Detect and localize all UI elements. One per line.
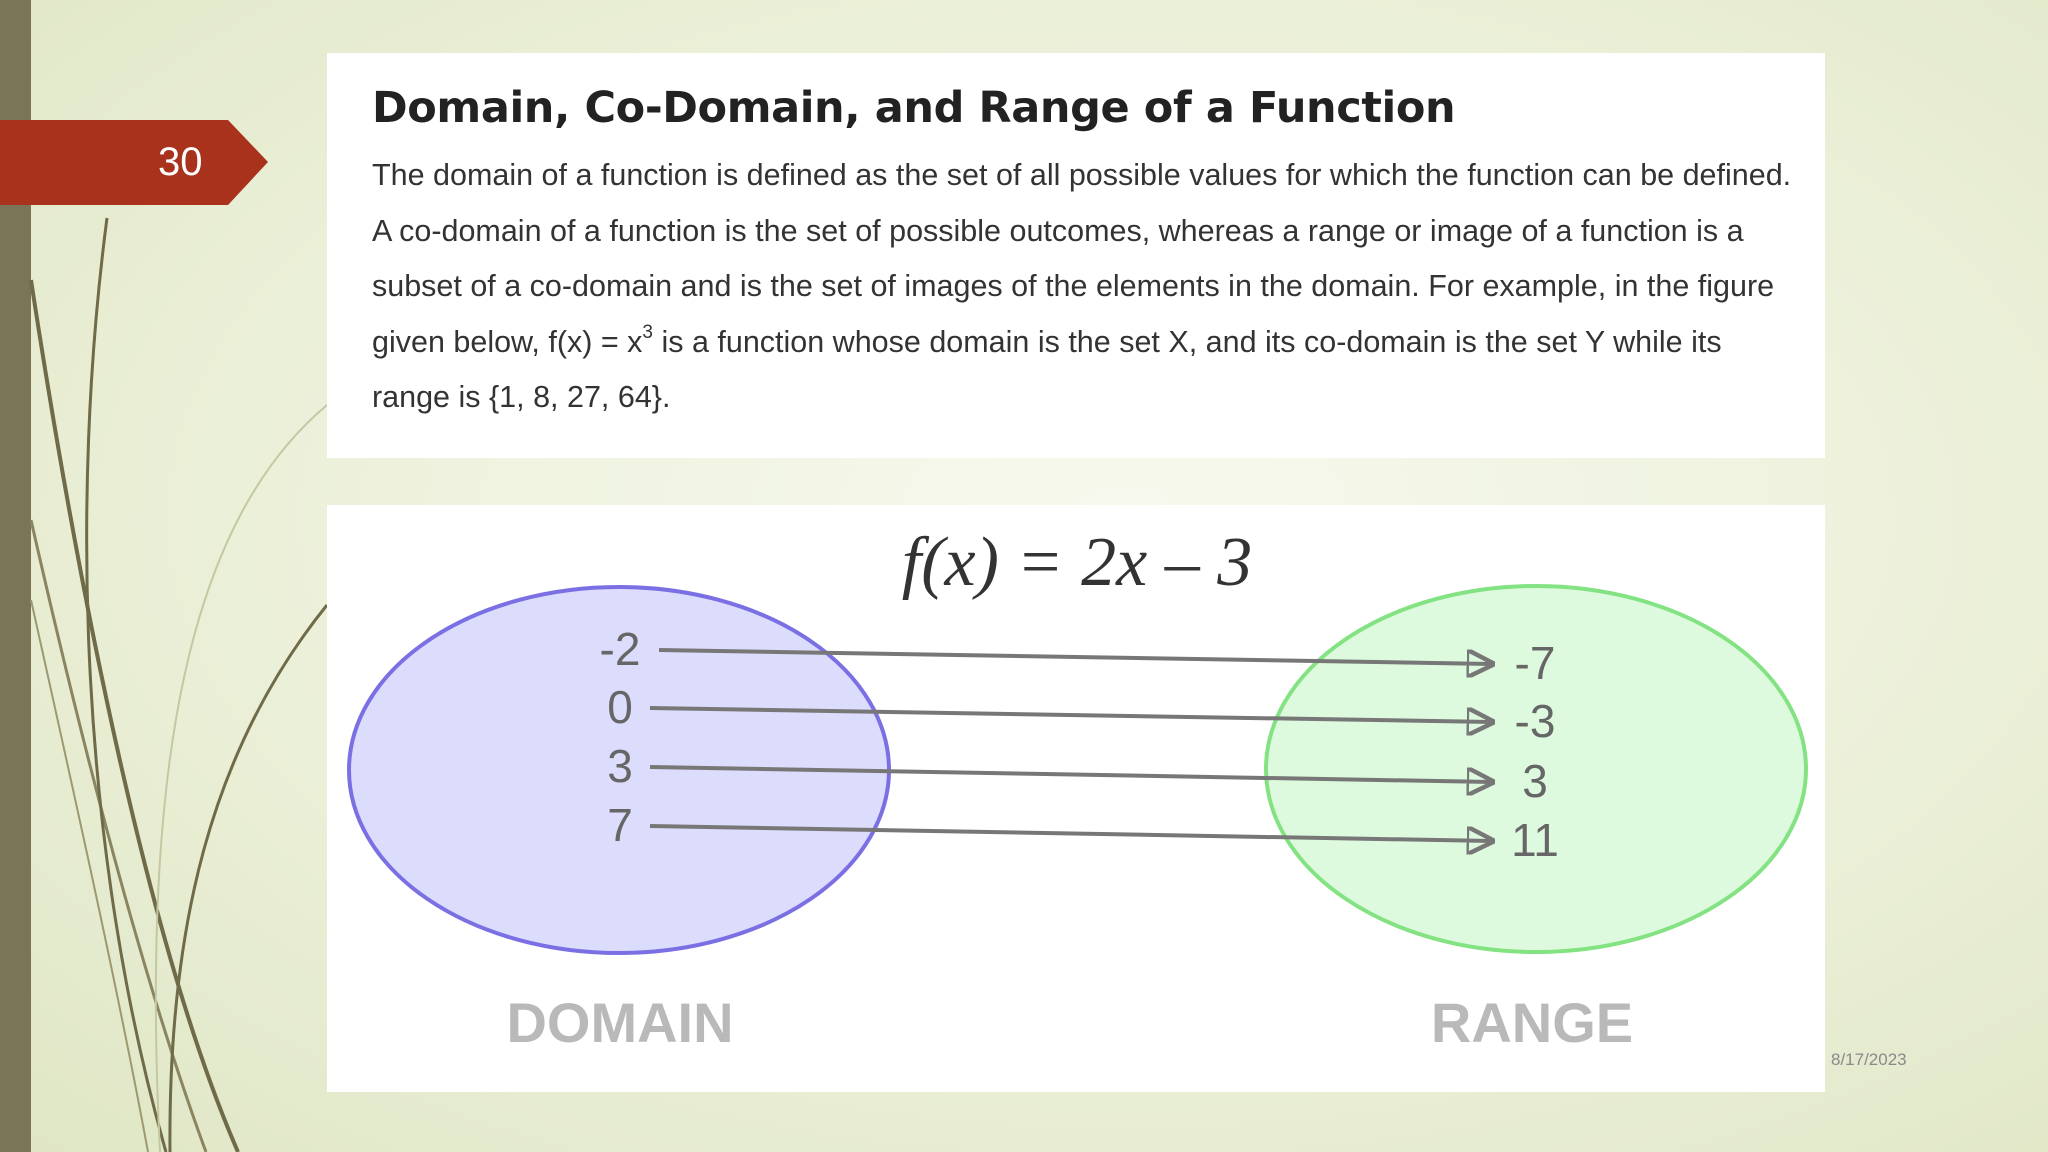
range-label: RANGE bbox=[1431, 991, 1633, 1054]
domain-value: 3 bbox=[607, 740, 633, 792]
range-value: 3 bbox=[1522, 755, 1548, 807]
mapping-arrow bbox=[649, 824, 1492, 841]
domain-value: 0 bbox=[607, 681, 633, 733]
text-panel: Domain, Co-Domain, and Range of a Functi… bbox=[327, 53, 1825, 458]
mapping-arrow bbox=[658, 648, 1492, 664]
mapping-arrow bbox=[649, 765, 1492, 782]
slide-heading: Domain, Co-Domain, and Range of a Functi… bbox=[372, 83, 1456, 133]
slide-number-badge bbox=[0, 120, 268, 205]
domain-label: DOMAIN bbox=[506, 991, 733, 1054]
decorative-swoosh bbox=[29, 217, 329, 1152]
domain-value: 7 bbox=[607, 799, 633, 851]
diagram-panel: f(x) = 2x – 3 -2 -7 0 -3 3 3 7 11 DOMAIN RANGE bbox=[327, 505, 1825, 1092]
function-formula: f(x) = 2x – 3 bbox=[902, 524, 1252, 601]
mapping-group: -2 -7 0 -3 3 3 7 11 bbox=[600, 623, 1559, 866]
paragraph-part-1: The domain of a function is defined as t… bbox=[372, 158, 1792, 359]
body-paragraph: The domain of a function is defined as t… bbox=[372, 148, 1792, 426]
range-value: 11 bbox=[1511, 814, 1559, 866]
mapping-diagram: f(x) = 2x – 3 -2 -7 0 -3 3 3 7 11 DOMAIN RANGE bbox=[347, 524, 1808, 1054]
mapping-arrow bbox=[649, 706, 1492, 722]
range-ellipse bbox=[1264, 584, 1808, 954]
slide-date: 8/17/2023 bbox=[1831, 1050, 1907, 1069]
paragraph-part-2: is a function whose domain is the set X,… bbox=[372, 324, 1722, 415]
domain-value: -2 bbox=[600, 623, 641, 675]
slide-number: 30 bbox=[158, 140, 203, 184]
range-value: -7 bbox=[1515, 637, 1556, 689]
exponent: 3 bbox=[642, 321, 653, 343]
range-value: -3 bbox=[1515, 695, 1556, 747]
